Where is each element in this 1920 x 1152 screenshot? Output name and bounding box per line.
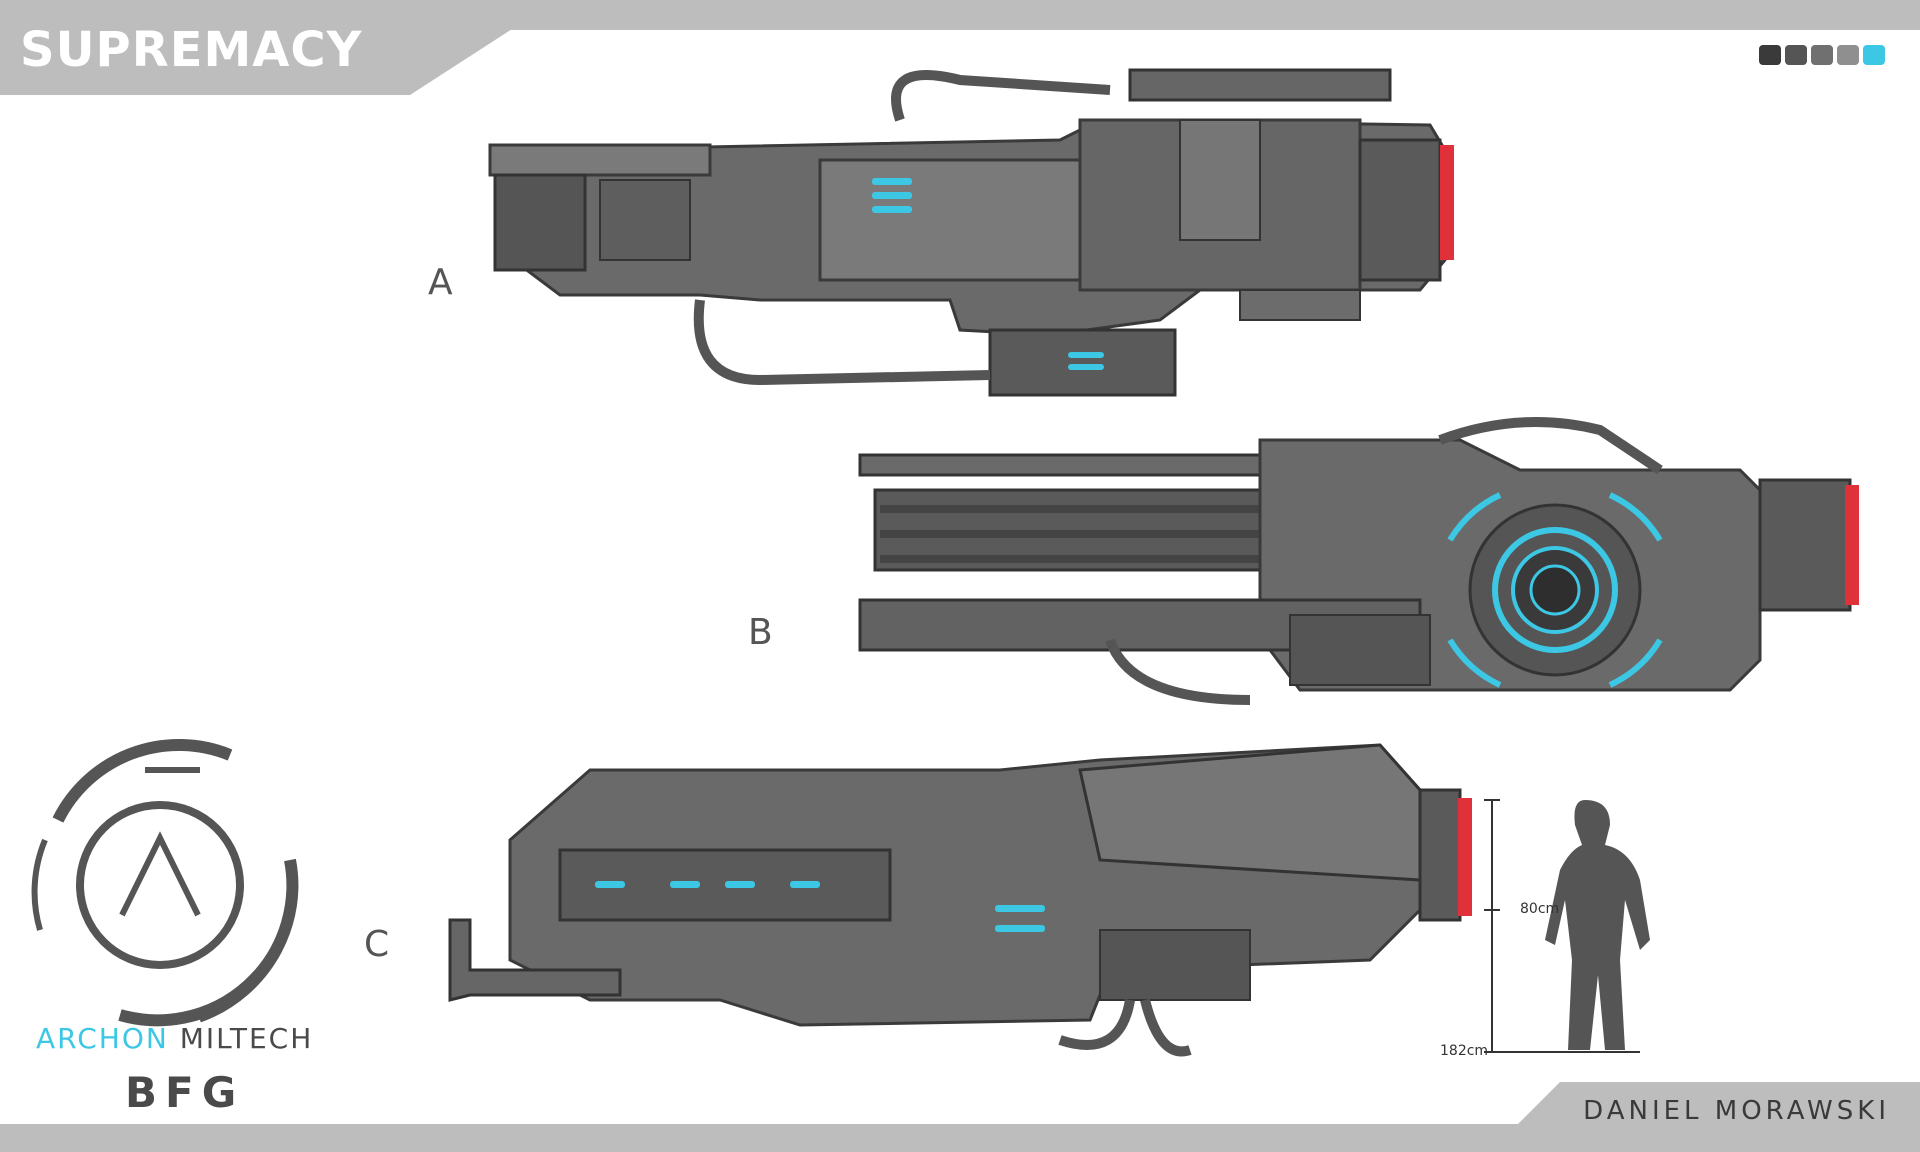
weapon-view-b <box>858 417 1859 705</box>
scale-mid-label: 80cm <box>1520 901 1559 917</box>
human-scale-figure <box>1484 799 1650 1053</box>
swatch-3 <box>1811 45 1833 65</box>
archon-emblem <box>31 739 299 1027</box>
swatch-1 <box>1759 45 1781 65</box>
scale-total-label: 182cm <box>1440 1043 1488 1059</box>
author-name: DANIEL MORAWSKI <box>1583 1096 1890 1126</box>
palette-swatches <box>1759 45 1885 65</box>
view-label-a: A <box>428 262 453 303</box>
brand-secondary: MILTECH <box>179 1022 314 1055</box>
view-label-b: B <box>748 612 773 653</box>
weapon-view-c <box>448 743 1472 1057</box>
swatch-4 <box>1837 45 1859 65</box>
swatch-2 <box>1785 45 1807 65</box>
page-title: SUPREMACY <box>20 22 363 78</box>
logo-plate <box>0 0 510 95</box>
author-plate <box>1490 1082 1920 1152</box>
weapon-view-a <box>488 68 1454 397</box>
product-name: BFG <box>125 1068 245 1117</box>
view-label-c: C <box>364 924 390 965</box>
swatch-5 <box>1863 45 1885 65</box>
brand-name: ARCHON MILTECH <box>36 1022 313 1055</box>
brand-primary: ARCHON <box>36 1022 169 1055</box>
